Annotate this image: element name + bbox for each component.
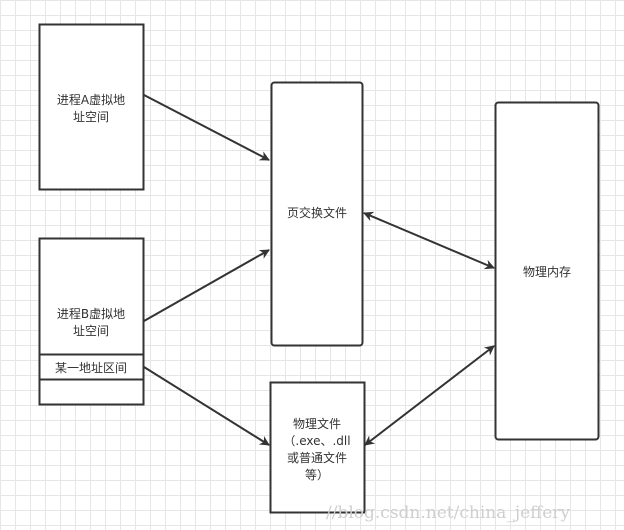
physical-file-label-4: 等） bbox=[305, 468, 329, 482]
arrow-swap-memory bbox=[363, 211, 495, 270]
physical-file-box[interactable]: 物理文件 （.exe、.dll 或普通文件 等） bbox=[269, 381, 366, 514]
physical-memory-box[interactable]: 物理内存 bbox=[494, 101, 600, 441]
physical-file-label-3: 或普通文件 bbox=[287, 450, 347, 465]
arrow-b-to-swap bbox=[143, 249, 270, 322]
arrow-region-to-file bbox=[143, 366, 270, 446]
process-b-label-1: 进程B虚拟地 bbox=[57, 306, 125, 321]
physical-file-label-1: 物理文件 bbox=[293, 416, 341, 431]
address-region-label: 某一地址区间 bbox=[55, 361, 127, 375]
arrow-file-memory bbox=[364, 345, 495, 446]
arrow-a-to-swap bbox=[143, 94, 270, 161]
physical-file-label-2: （.exe、.dll bbox=[283, 434, 350, 448]
watermark: //blog.csdn.net/china_jeffery bbox=[326, 503, 570, 523]
process-a-label-2: 址空间 bbox=[73, 110, 109, 124]
process-a-box[interactable]: 进程A虚拟地 址空间 bbox=[38, 23, 145, 191]
process-b-box[interactable]: 进程B虚拟地 址空间 某一地址区间 bbox=[38, 237, 145, 406]
swap-file-box[interactable]: 页交换文件 bbox=[270, 81, 364, 347]
process-b-label-2: 址空间 bbox=[73, 324, 109, 338]
process-a-label-1: 进程A虚拟地 bbox=[57, 92, 125, 107]
swap-file-label: 页交换文件 bbox=[287, 205, 347, 220]
physical-memory-label: 物理内存 bbox=[523, 265, 571, 279]
